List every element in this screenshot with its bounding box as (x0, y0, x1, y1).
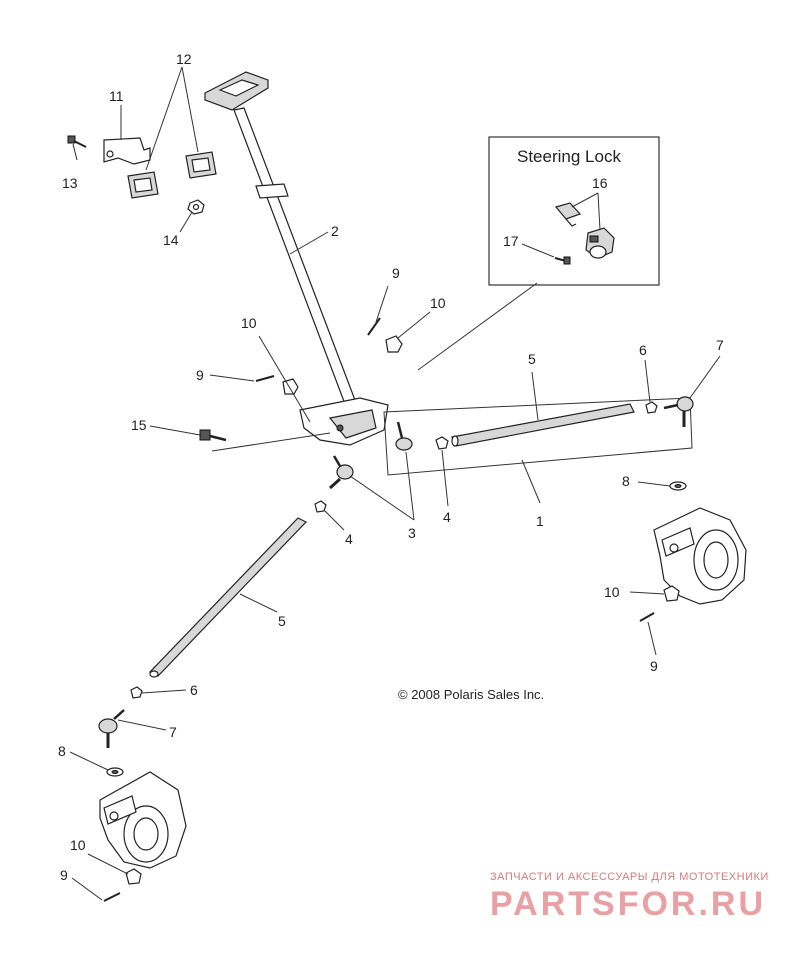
column-bushing-left (127, 171, 159, 199)
mount-bracket (103, 137, 151, 165)
inset-title: Steering Lock (517, 147, 621, 166)
callout-10-left-lower: 10 (70, 837, 86, 853)
callout-17: 17 (503, 233, 519, 249)
jam-nut-inner (435, 436, 449, 450)
steering-column (204, 71, 389, 446)
callout-13: 13 (62, 175, 78, 191)
callout-8-left: 8 (58, 743, 66, 759)
steering-knuckle-right (653, 507, 747, 605)
jam-nut-outer-left (130, 686, 143, 699)
cotter-pin-left (255, 375, 275, 382)
tie-rod-assembly-box (383, 397, 693, 476)
callout-1: 1 (536, 513, 544, 529)
callout-3: 3 (408, 525, 416, 541)
tie-rod-end-inner (395, 421, 413, 451)
callout-8-right: 8 (622, 473, 630, 489)
callout-16: 16 (592, 175, 608, 191)
steering-lock-inset: Steering Lock 16 17 (488, 136, 660, 286)
callout-9-left-lower: 9 (60, 867, 68, 883)
steering-lock-body (585, 227, 615, 259)
callout-15: 15 (131, 417, 147, 433)
callout-10-right: 10 (604, 584, 620, 600)
callout-5-right: 5 (528, 351, 536, 367)
cotter-pin-right (639, 612, 655, 622)
lock-screw (554, 256, 571, 265)
callout-5-left: 5 (278, 613, 286, 629)
callout-7-right: 7 (716, 337, 724, 353)
callout-9-left: 9 (196, 367, 204, 383)
tie-rod-right (451, 403, 635, 447)
castle-nut-left-lower (125, 868, 142, 885)
callout-6-left: 6 (190, 682, 198, 698)
castle-nut-right (663, 585, 680, 602)
cotter-pin-upper (367, 317, 381, 336)
jam-nut-center (314, 500, 327, 513)
steering-lock-key (554, 202, 582, 227)
steering-knuckle-left (99, 771, 187, 869)
cotter-pin-left-lower (103, 892, 121, 902)
callout-2: 2 (331, 223, 339, 239)
callout-12: 12 (176, 51, 192, 67)
callout-10-left: 10 (241, 315, 257, 331)
callout-9-upper: 9 (392, 265, 400, 281)
callout-7-left: 7 (169, 724, 177, 740)
bolt-13 (67, 135, 87, 148)
washer-right (669, 481, 687, 491)
copyright-note: © 2008 Polaris Sales Inc. (398, 687, 544, 702)
callout-10-upper: 10 (430, 295, 446, 311)
castle-nut-left (282, 378, 299, 395)
callout-14: 14 (163, 232, 179, 248)
tie-rod-end-outer-right (663, 396, 694, 427)
callout-9-right: 9 (650, 658, 658, 674)
jam-nut-outer-right (645, 401, 658, 414)
tie-rod-left (149, 517, 307, 678)
tie-rod-end-outer-left (98, 709, 125, 748)
watermark: ЗАПЧАСТИ И АКСЕССУАРЫ ДЛЯ МОТОТЕХНИКИ PA… (490, 871, 769, 923)
callout-6-right: 6 (639, 342, 647, 358)
callout-4-right: 4 (443, 509, 451, 525)
castle-nut-upper (385, 335, 403, 353)
nut-14 (187, 199, 205, 215)
bolt-15 (199, 429, 227, 442)
watermark-brand: PARTSFOR.RU (490, 885, 766, 923)
column-bushing-right (185, 151, 217, 179)
callout-11: 11 (109, 88, 124, 104)
washer-left (106, 767, 124, 777)
watermark-tagline: ЗАПЧАСТИ И АКСЕССУАРЫ ДЛЯ МОТОТЕХНИКИ (490, 871, 769, 883)
tie-rod-end-center (328, 455, 354, 490)
callout-4-left: 4 (345, 531, 353, 547)
